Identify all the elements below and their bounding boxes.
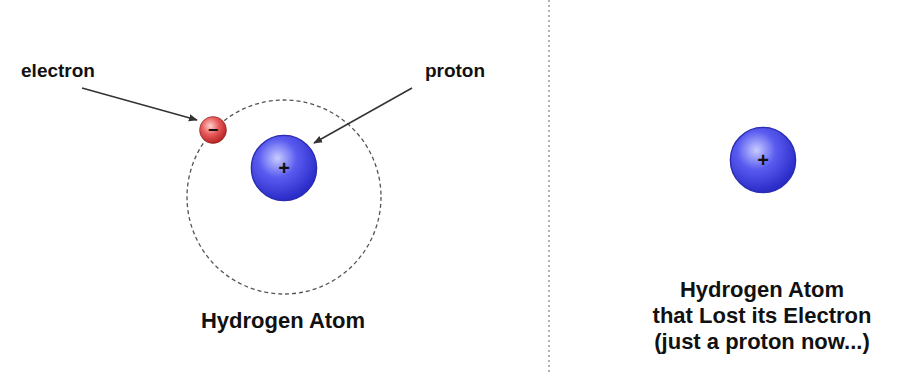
- panel-caption: Hydrogen Atom: [680, 277, 844, 302]
- charge-sign: −: [199, 116, 227, 144]
- panel-caption: that Lost its Electron: [653, 303, 872, 328]
- part-label: proton: [425, 60, 485, 82]
- panel-caption: (just a proton now...): [654, 329, 870, 354]
- charge-sign: +: [729, 126, 797, 194]
- orbit-path: [187, 100, 381, 294]
- leader-line: [314, 88, 412, 143]
- proton-circle: +: [729, 126, 797, 194]
- charge-sign: +: [250, 134, 318, 202]
- proton-circle: +: [250, 134, 318, 202]
- electron-circle: −: [199, 116, 227, 144]
- leader-line: [82, 88, 197, 120]
- panel-caption: Hydrogen Atom: [201, 308, 365, 333]
- part-label: electron: [21, 60, 95, 82]
- panel-divider: [548, 0, 549, 374]
